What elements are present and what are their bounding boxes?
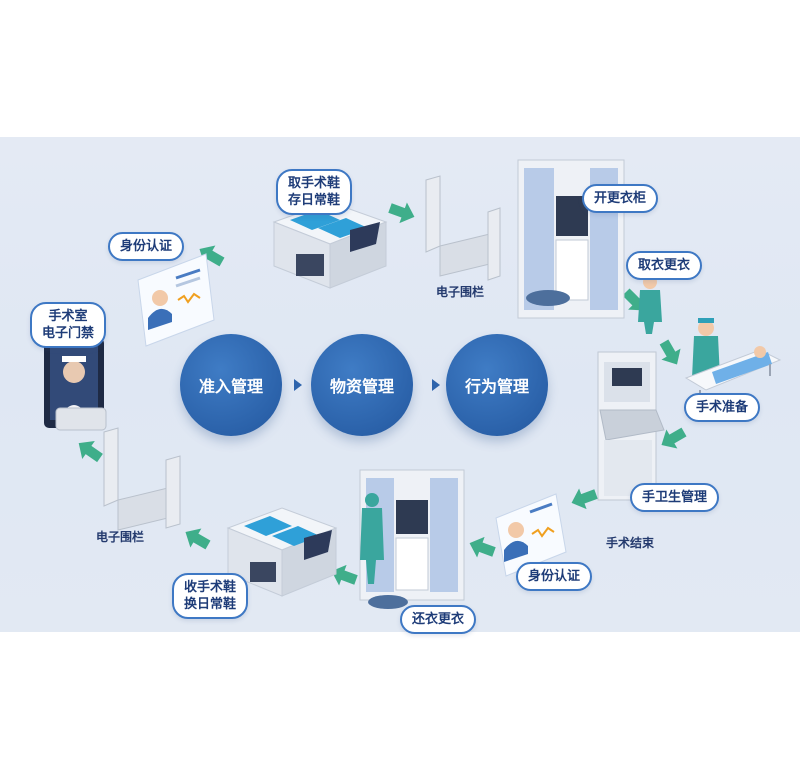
label-line: 取衣更衣 <box>638 258 691 273</box>
label-line: 取手术鞋 <box>288 176 341 191</box>
label-surgery-prep: 手术准备 <box>684 393 761 422</box>
label-line: 身份认证 <box>120 239 173 254</box>
label-surgery-end: 手术结束 <box>606 536 655 550</box>
arrow-icon <box>465 532 498 563</box>
label-line: 手卫生管理 <box>642 490 708 505</box>
label-line: 电子门禁 <box>42 326 95 341</box>
label-id-auth-bottom: 身份认证 <box>516 562 593 591</box>
label-fence-top: 电子围栏 <box>436 285 485 299</box>
label-door-access: 手术室 电子门禁 <box>30 302 107 348</box>
gate-icon <box>425 175 501 281</box>
label-line: 存日常鞋 <box>288 193 341 208</box>
label-id-auth-top: 身份认证 <box>108 232 185 261</box>
step-arrow-icon <box>294 379 302 391</box>
arrow-icon <box>567 483 600 514</box>
face-terminal-icon <box>44 338 107 431</box>
label-line: 收手术鞋 <box>184 580 237 595</box>
label-line: 手术准备 <box>696 400 749 415</box>
label-line: 手术室 <box>48 309 88 324</box>
person-icon <box>638 275 662 334</box>
arrow-icon <box>179 522 214 555</box>
label-return-clothes: 还衣更衣 <box>400 605 477 634</box>
label-line: 还衣更衣 <box>412 612 465 627</box>
label-take-shoes: 取手术鞋 存日常鞋 <box>276 169 353 215</box>
id-card-icon <box>495 493 567 577</box>
id-card-icon <box>137 253 215 347</box>
label-open-locker: 开更衣柜 <box>582 184 659 213</box>
label-hand-hygiene: 手卫生管理 <box>630 483 720 512</box>
step-arrow-icon <box>432 379 440 391</box>
arrow-icon <box>654 336 687 371</box>
label-line: 身份认证 <box>528 569 581 584</box>
step-label: 行为管理 <box>464 377 529 396</box>
step-access-management: 准入管理 <box>180 334 282 436</box>
patient-bed-icon <box>684 318 782 400</box>
step-material-management: 物资管理 <box>311 334 413 436</box>
sink-icon <box>597 351 665 501</box>
step-behavior-management: 行为管理 <box>446 334 548 436</box>
label-line: 换日常鞋 <box>184 597 237 612</box>
label-line: 开更衣柜 <box>594 191 647 206</box>
label-take-clothes: 取衣更衣 <box>626 251 703 280</box>
locker-icon <box>359 469 465 609</box>
label-return-shoes: 收手术鞋 换日常鞋 <box>172 573 249 619</box>
label-fence-bottom: 电子围栏 <box>96 530 145 544</box>
step-label: 物资管理 <box>329 377 394 396</box>
arrow-icon <box>72 434 107 468</box>
arrow-icon <box>386 197 419 228</box>
gate-icon <box>103 427 181 531</box>
step-label: 准入管理 <box>198 377 263 396</box>
